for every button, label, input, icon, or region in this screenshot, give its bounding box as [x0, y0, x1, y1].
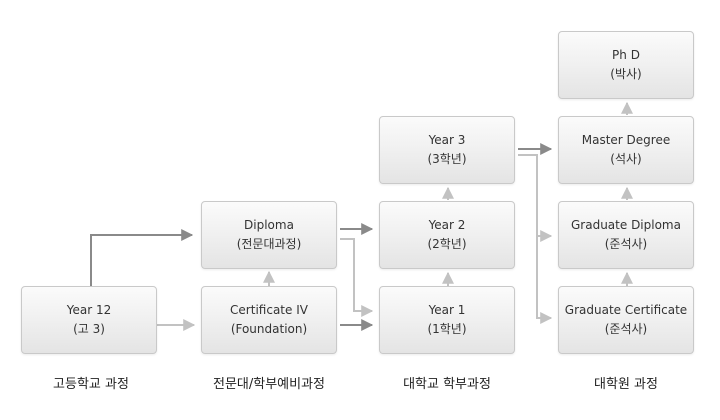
node-diploma: Diploma (전문대과정)	[201, 201, 337, 269]
node-graduate-diploma: Graduate Diploma (준석사)	[558, 201, 694, 269]
arrow-year3-to-graduate-diploma	[518, 154, 553, 242]
node-phd: Ph D (박사)	[558, 31, 694, 99]
node-phd-title: Ph D	[612, 48, 640, 62]
node-year12-title: Year 12	[66, 303, 112, 317]
arrow-year3-to-graduate-certificate	[536, 236, 553, 324]
node-certificate4-subtitle: (Foundation)	[230, 322, 308, 336]
node-year1: Year 1 (1학년)	[379, 286, 515, 354]
node-graduate-certificate: Graduate Certificate (준석사)	[558, 286, 694, 354]
node-master: Master Degree (석사)	[558, 116, 694, 184]
node-year2: Year 2 (2학년)	[379, 201, 515, 269]
node-year2-subtitle: (2학년)	[427, 237, 467, 251]
node-year1-subtitle: (1학년)	[427, 322, 467, 336]
node-certificate4-title: Certificate IV	[230, 303, 308, 317]
node-certificate4: Certificate IV (Foundation)	[201, 286, 337, 354]
arrow-year12-to-diploma	[90, 229, 194, 286]
column-label-undergraduate: 대학교 학부과정	[403, 377, 491, 392]
node-diploma-subtitle: (전문대과정)	[236, 237, 302, 251]
column-label-graduate: 대학원 과정	[594, 377, 658, 392]
node-year3-title: Year 3	[428, 133, 466, 147]
node-graduate-diploma-title: Graduate Diploma	[571, 218, 681, 232]
node-master-subtitle: (석사)	[610, 152, 642, 166]
node-graduate-certificate-subtitle: (준석사)	[604, 322, 648, 336]
node-year3-subtitle: (3학년)	[427, 152, 467, 166]
column-label-college-prep: 전문대/학부예비과정	[212, 377, 326, 392]
node-year12: Year 12 (고 3)	[21, 286, 157, 354]
node-diploma-title: Diploma	[244, 218, 294, 232]
column-label-high-school: 고등학교 과정	[53, 377, 129, 392]
node-year12-subtitle: (고 3)	[73, 322, 105, 336]
node-year1-title: Year 1	[428, 303, 466, 317]
node-master-title: Master Degree	[581, 133, 671, 147]
node-year2-title: Year 2	[428, 218, 466, 232]
node-phd-subtitle: (박사)	[610, 67, 642, 81]
node-year3: Year 3 (3학년)	[379, 116, 515, 184]
node-graduate-diploma-subtitle: (준석사)	[604, 237, 648, 251]
node-graduate-certificate-title: Graduate Certificate	[564, 303, 688, 317]
arrow-diploma-to-year1	[340, 238, 374, 317]
